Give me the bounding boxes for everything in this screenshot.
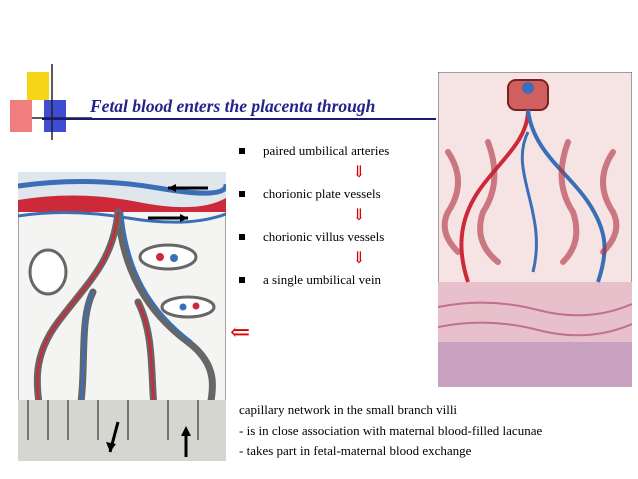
- bullet-text: a single umbilical vein: [263, 272, 382, 287]
- bullet-item: paired umbilical arteries: [239, 140, 439, 162]
- title-underline: [42, 118, 436, 120]
- bullet-square-icon: [239, 191, 245, 197]
- notes-block: capillary network in the small branch vi…: [239, 400, 542, 462]
- note-line: capillary network in the small branch vi…: [239, 402, 458, 417]
- bullet-item: a single umbilical vein: [239, 269, 439, 291]
- slide-title: Fetal blood enters the placenta through: [90, 96, 376, 116]
- bullet-item: chorionic plate vessels: [239, 183, 439, 205]
- bullet-text: paired umbilical arteries: [263, 143, 390, 158]
- bullet-square-icon: [239, 148, 245, 154]
- placenta-tissue-illustration: [438, 72, 632, 387]
- down-arrow-icon: ⇓: [352, 250, 366, 267]
- bullet-text: chorionic villus vessels: [263, 229, 385, 244]
- down-arrow-icon: ⇓: [352, 164, 366, 181]
- note-line: - is in close association with maternal …: [239, 422, 543, 438]
- down-arrow-icon: ⇓: [352, 207, 366, 224]
- bullet-item: chorionic villus vessels: [239, 226, 439, 248]
- note-line: - takes part in fetal-maternal blood exc…: [239, 443, 472, 458]
- slide-logo-decoration: [10, 64, 92, 140]
- bullet-list: paired umbilical arteries ⇓ chorionic pl…: [239, 140, 439, 291]
- bullet-square-icon: [239, 234, 245, 240]
- placenta-villi-illustration: [18, 172, 226, 461]
- bullet-text: chorionic plate vessels: [263, 186, 381, 201]
- bullet-square-icon: [239, 277, 245, 283]
- left-arrow-icon: ⇐: [230, 320, 251, 346]
